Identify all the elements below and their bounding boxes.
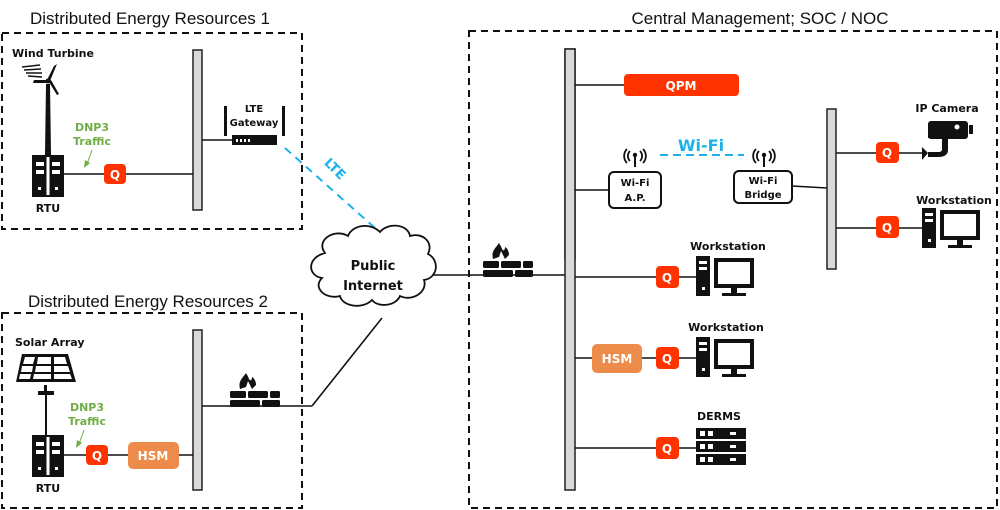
- wind-turbine-label: Wind Turbine: [12, 47, 94, 60]
- der2-rtu-label: RTU: [36, 482, 60, 495]
- workstation-2-label: Workstation: [688, 321, 764, 334]
- der1-bus: [192, 49, 203, 211]
- ip-camera-label: IP Camera: [915, 102, 978, 115]
- central-hsm-button[interactable]: HSM: [592, 344, 642, 373]
- lte-gateway-icon: [224, 106, 285, 145]
- central-hsm-label: HSM: [602, 352, 633, 366]
- der1-traffic-label-2: Traffic: [73, 135, 111, 148]
- public-internet-cloud-icon: [310, 224, 437, 307]
- wifi-ap-antenna-icon: [623, 148, 647, 168]
- qpm-button[interactable]: QPM: [624, 74, 739, 96]
- der2-traffic-label-1: DNP3: [70, 401, 104, 414]
- der2-bus: [192, 329, 203, 491]
- der2-hsm-label: HSM: [138, 449, 169, 463]
- derms-q-button[interactable]: Q: [656, 437, 679, 459]
- wifi-link-label: Wi-Fi: [678, 136, 724, 155]
- wifi-ap-label-2: A.P.: [624, 193, 645, 204]
- central-zone-box: [468, 30, 998, 509]
- der2-hsm-button[interactable]: HSM: [128, 442, 179, 469]
- wifi-bridge-antenna-icon: [752, 148, 776, 168]
- derms-q-label: Q: [662, 442, 672, 456]
- central-bus: [564, 48, 576, 491]
- workstation-1-label: Workstation: [690, 240, 766, 253]
- der2-title: Distributed Energy Resources 2: [28, 292, 268, 311]
- der1-traffic-label-1: DNP3: [75, 121, 109, 134]
- der1-rtu-icon: [32, 155, 64, 197]
- der1-rtu-label: RTU: [36, 202, 60, 215]
- der1-title: Distributed Energy Resources 1: [30, 9, 270, 28]
- right-workstation-icon: [922, 208, 980, 248]
- der1-q-button[interactable]: Q: [104, 164, 126, 184]
- der1-traffic-arrow-icon: [84, 149, 93, 168]
- right-workstation-q-button[interactable]: Q: [876, 216, 899, 238]
- right-workstation-label: Workstation: [916, 194, 992, 207]
- workstation-1-q-label: Q: [662, 271, 672, 285]
- ip-camera-q-button[interactable]: Q: [876, 142, 899, 163]
- workstation-1-q-button[interactable]: Q: [656, 266, 679, 288]
- internet-label-2: Internet: [343, 279, 403, 294]
- workstation-2-q-button[interactable]: Q: [656, 347, 679, 369]
- lte-gateway-label-2: Gateway: [230, 118, 279, 129]
- wifi-bridge-wire: [791, 185, 828, 189]
- lte-link: [284, 147, 376, 229]
- workstation-1-icon: [696, 256, 754, 296]
- right-workstation-q-label: Q: [882, 221, 892, 235]
- wifi-ap-box: Wi-Fi A.P.: [608, 171, 662, 209]
- right-bus: [826, 108, 837, 270]
- solar-array-icon: [16, 354, 76, 435]
- wind-turbine-icon: [21, 64, 59, 155]
- wifi-bridge-box: Wi-Fi Bridge: [733, 170, 793, 204]
- lte-gateway-label-1: LTE: [245, 104, 264, 115]
- wifi-ap-label-1: Wi-Fi: [621, 178, 650, 189]
- der2-internet-wire: [311, 317, 383, 407]
- der1-q-label: Q: [110, 168, 120, 182]
- ip-camera-icon: [922, 121, 973, 160]
- wifi-bridge-label-2: Bridge: [744, 190, 781, 201]
- der2-firewall-icon: [230, 373, 280, 407]
- central-title: Central Management; SOC / NOC: [632, 9, 889, 28]
- solar-array-label: Solar Array: [15, 336, 85, 349]
- der2-rtu-icon: [32, 435, 64, 477]
- der2-zone-box: [1, 312, 303, 509]
- derms-server-icon: [696, 428, 746, 465]
- qpm-label: QPM: [666, 79, 697, 93]
- central-firewall-icon: [483, 243, 533, 277]
- der2-traffic-arrow-icon: [76, 429, 85, 448]
- der2-q-label: Q: [92, 449, 102, 463]
- der2-traffic-label-2: Traffic: [68, 415, 106, 428]
- workstation-2-icon: [696, 337, 754, 377]
- der2-q-button[interactable]: Q: [86, 445, 108, 465]
- internet-label-1: Public: [351, 259, 396, 274]
- der1-zone-box: [1, 32, 303, 230]
- derms-label: DERMS: [697, 410, 741, 423]
- wifi-bridge-label-1: Wi-Fi: [749, 176, 778, 187]
- ip-camera-q-label: Q: [882, 146, 892, 160]
- lte-link-label: LTE: [321, 156, 348, 183]
- workstation-2-q-label: Q: [662, 352, 672, 366]
